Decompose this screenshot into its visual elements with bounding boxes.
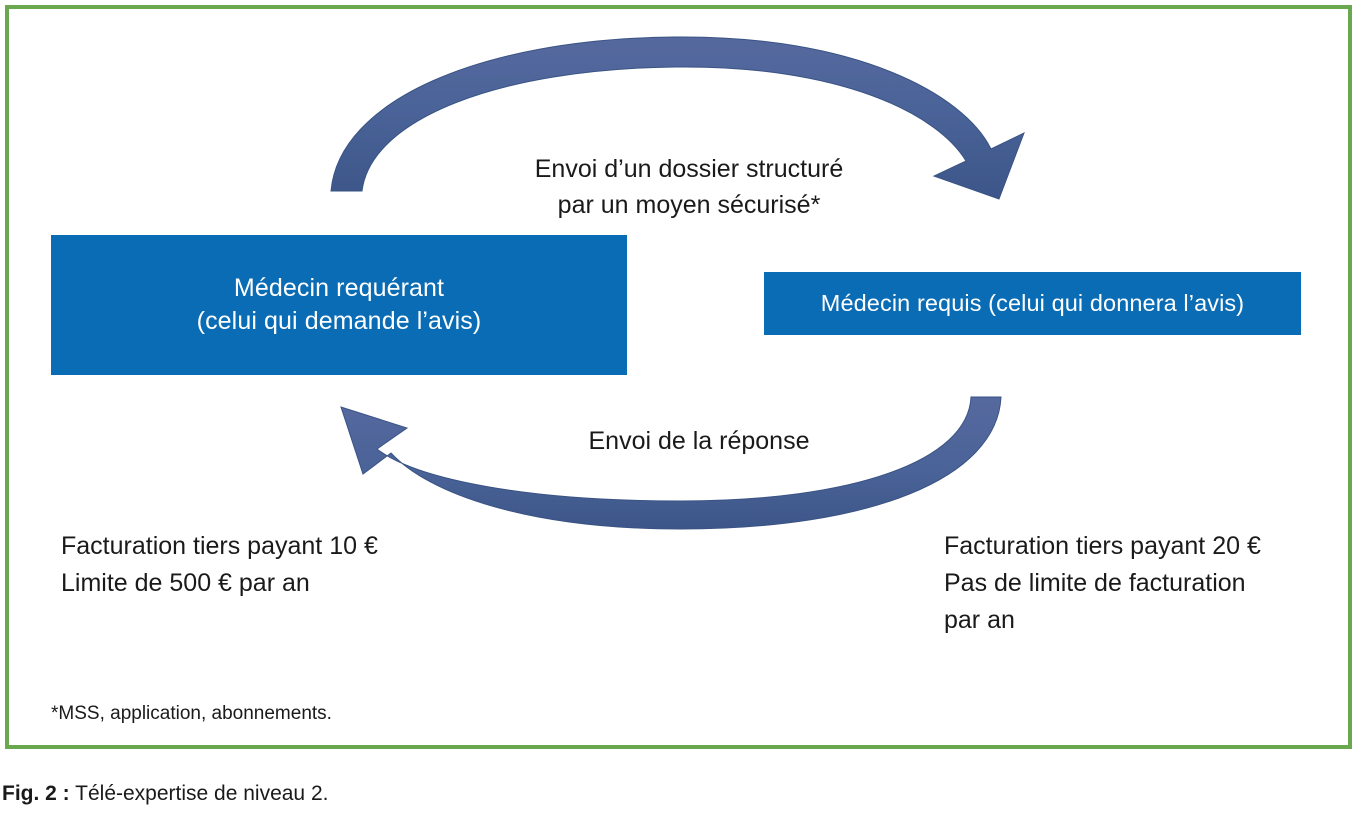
billing-right-line2: Pas de limite de facturation [944, 568, 1246, 597]
flow-response-line1: Envoi de la réponse [588, 427, 810, 455]
actor-requerant-line2: (celui qui demande l’avis) [196, 307, 482, 335]
billing-note-requis: Facturation tiers payant 20 € Pas de lim… [944, 528, 1261, 638]
actor-requerant-line1: Médecin requérant [233, 274, 445, 302]
billing-right-line3: par an [944, 605, 1015, 634]
figure-caption: Fig. 2 : Télé-expertise de niveau 2. [2, 782, 328, 806]
flow-label-response: Envoi de la réponse [459, 423, 939, 459]
billing-right-line1: Facturation tiers payant 20 € [944, 532, 1261, 560]
billing-left-line1: Facturation tiers payant 10 € [61, 532, 378, 560]
arrow-response-shape [340, 396, 1002, 530]
diagram-canvas: Médecin requérant (celui qui demande l’a… [9, 9, 1348, 745]
billing-left-line2: Limite de 500 € par an [61, 568, 310, 597]
actor-box-medecin-requis[interactable]: Médecin requis (celui qui donnera l’avis… [764, 272, 1301, 335]
flow-send-line1: Envoi d’un dossier structuré [534, 155, 844, 183]
flow-send-line2: par un moyen sécurisé* [557, 191, 821, 220]
actor-requis-line1: Médecin requis (celui qui donnera l’avis… [820, 289, 1245, 316]
billing-note-requerant: Facturation tiers payant 10 € Limite de … [61, 528, 378, 602]
figure-caption-text: Télé-expertise de niveau 2. [75, 782, 329, 805]
flow-label-send: Envoi d’un dossier structuré par un moye… [409, 151, 969, 224]
figure-footnote: *MSS, application, abonnements. [51, 703, 332, 724]
figure-caption-lead: Fig. 2 : [2, 782, 70, 805]
actor-box-medecin-requerant[interactable]: Médecin requérant (celui qui demande l’a… [51, 235, 627, 375]
figure-frame: Médecin requérant (celui qui demande l’a… [5, 5, 1352, 749]
